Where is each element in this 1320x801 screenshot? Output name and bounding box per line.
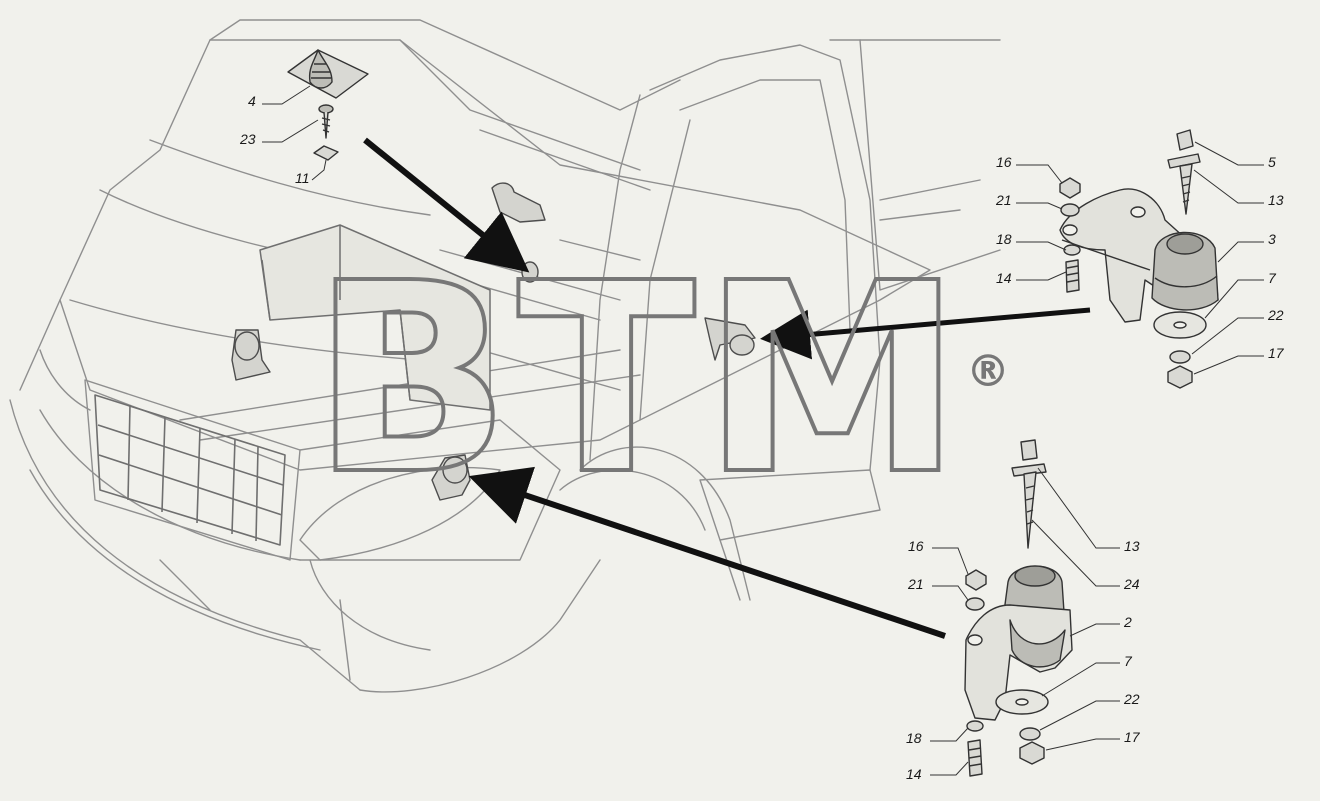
vehicle-body-outline [9, 19, 1001, 693]
callout-18-upper: 18 [996, 231, 1012, 247]
callout-16-lower: 16 [908, 538, 924, 554]
callout-5: 5 [1268, 154, 1276, 170]
grommet-assembly [287, 49, 369, 161]
callout-21-lower: 21 [907, 576, 924, 592]
callout-17-lower: 17 [1124, 729, 1141, 745]
upper-mount-assembly [1059, 129, 1219, 389]
radiator-grille [94, 394, 286, 546]
arrow-right [760, 307, 1091, 360]
callout-23: 23 [239, 131, 256, 147]
arrow-lower [468, 466, 946, 639]
pointer-arrows [363, 137, 1091, 639]
arrow-upper [363, 137, 530, 273]
btm-watermark: BTM ® [309, 225, 1010, 534]
lower-mount-assembly [964, 439, 1073, 777]
watermark-registered-mark: ® [966, 346, 1010, 397]
callout-11: 11 [295, 170, 310, 186]
callout-14-upper: 14 [996, 270, 1012, 286]
callout-18-lower: 18 [906, 730, 922, 746]
callout-16-upper: 16 [996, 154, 1012, 170]
leader-lines [262, 85, 1264, 776]
callout-4: 4 [248, 93, 256, 109]
callout-7-lower: 7 [1124, 653, 1133, 669]
callout-21-upper: 21 [995, 192, 1012, 208]
engine-shroud [259, 224, 491, 411]
callout-2: 2 [1123, 614, 1132, 630]
callout-3: 3 [1268, 231, 1276, 247]
callout-22-upper: 22 [1267, 307, 1284, 323]
callout-7-upper: 7 [1268, 270, 1277, 286]
callout-14-lower: 14 [906, 766, 922, 782]
callout-22-lower: 22 [1123, 691, 1140, 707]
callout-13-upper: 13 [1268, 192, 1284, 208]
callout-17-upper: 17 [1268, 345, 1285, 361]
callout-24: 24 [1123, 576, 1140, 592]
callout-13-lower: 13 [1124, 538, 1140, 554]
callout-labels: 4 23 11 16 21 18 14 5 13 3 7 22 17 16 21… [239, 93, 1285, 782]
watermark-text: BTM [311, 227, 968, 532]
mounted-parts [231, 182, 756, 501]
